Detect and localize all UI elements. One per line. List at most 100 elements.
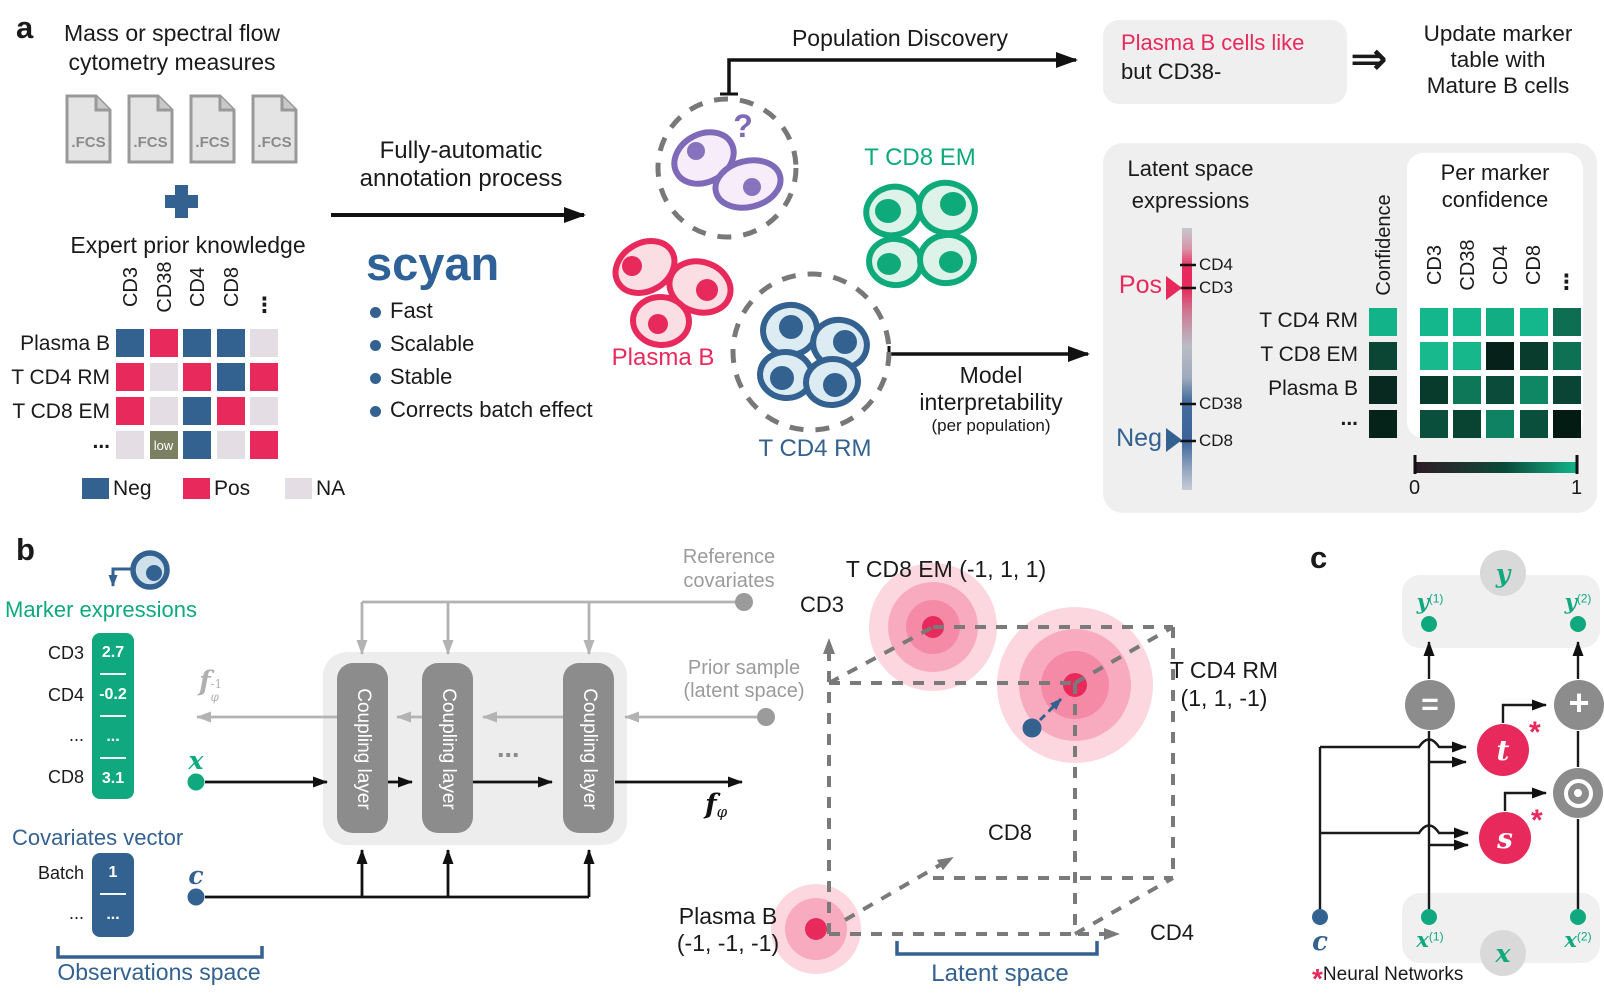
heatmap-title-line2: confidence: [1441, 187, 1549, 212]
tcd4-coords-line2: (1, 1, -1): [1180, 685, 1268, 711]
axis-cd3-label: CD3: [800, 592, 845, 617]
heatmap-row-label: ...: [1340, 407, 1358, 430]
model-interp-line2: interpretability: [919, 389, 1063, 415]
x-input-dot: [187, 773, 205, 791]
matrix-cell: [183, 329, 211, 357]
heatmap-cell: [1486, 342, 1515, 370]
legend-neg-swatch: [82, 478, 109, 499]
f-sub: φ: [716, 803, 728, 822]
discovery-note-line1: Plasma B cells like: [1121, 30, 1305, 55]
latent-title-line2: expressions: [1131, 188, 1250, 213]
heatmap-col-label: CD8: [1523, 245, 1545, 286]
marker-expression-vector: 2.7 -0.2 ... 3.1: [92, 633, 134, 799]
latent-space-label: Latent space: [931, 960, 1069, 987]
fcs-file-icons: [65, 94, 298, 164]
pos-label: Pos: [1118, 271, 1162, 299]
heatmap-cell: [1552, 376, 1581, 404]
heatmap-cell: [1486, 376, 1515, 404]
observations-space-bracket: [56, 946, 264, 959]
covariates-title: Covariates vector: [12, 825, 184, 850]
vector-value: -0.2: [99, 686, 127, 703]
prior-sample-line1: Prior sample: [687, 657, 801, 679]
update-note-line3: Mature B cells: [1426, 73, 1570, 98]
bullet-icon: [370, 307, 381, 318]
marker-row-label: CD4: [47, 685, 84, 705]
covariate-row-label: ...: [68, 903, 84, 923]
marker-row-label: CD3: [47, 643, 84, 663]
heatmap-cell: [1420, 410, 1448, 438]
brand-name: scyan: [366, 237, 500, 290]
heatmap-col-label: CD4: [1490, 245, 1512, 286]
heatmap-col-label: CD38: [1457, 239, 1479, 291]
vector-value: 3.1: [101, 770, 125, 787]
panel-c-label: c: [1310, 540, 1328, 575]
vector-value: ...: [106, 728, 120, 745]
latent-tick-label: CD8: [1199, 431, 1234, 450]
discovery-note-box: [1103, 20, 1347, 104]
model-interp-line3: (per population): [931, 416, 1051, 435]
footnote-text: Neural Networks: [1322, 964, 1464, 985]
latent-sample-dot: [1022, 718, 1042, 738]
source-title-line1: Mass or spectral flow: [63, 20, 280, 46]
reference-covariate-lines: [356, 600, 744, 655]
model-interp-line1: Model: [959, 362, 1023, 388]
x-group-node: x: [1480, 930, 1526, 976]
heatmap-col-label: ⋮: [1556, 271, 1577, 294]
heatmap-cell: [1420, 308, 1448, 336]
matrix-cell: [183, 431, 211, 459]
heatmap-cell: [1519, 308, 1548, 336]
matrix-cell: [216, 431, 245, 459]
matrix-cell: [250, 363, 278, 391]
vector-value: ...: [106, 906, 120, 923]
observations-space-label: Observations space: [57, 959, 261, 985]
covariate-row-label: Batch: [37, 863, 84, 883]
unknown-population-circle: [655, 96, 799, 240]
feature-item: Scalable: [370, 331, 474, 357]
tcd4-population-circle: [730, 271, 892, 433]
covariates-vector-box: 1 ...: [92, 853, 134, 937]
y-symbol: y: [1495, 558, 1511, 588]
coupling-layer-box: [563, 663, 614, 833]
y1-label: y(1): [1416, 589, 1444, 614]
bullet-icon: [370, 340, 381, 351]
heatmap-cell: [1453, 342, 1482, 370]
heatmap-row-label: T CD4 RM: [1259, 309, 1358, 332]
c-label-panel-c: c: [1312, 927, 1328, 957]
heatmap-cell: [1453, 376, 1482, 404]
latent-expression-gradient-bar: [1182, 228, 1192, 490]
tcd8-coords-label: T CD8 EM (-1, 1, 1): [845, 556, 1047, 582]
matrix-col-label: ⋮: [254, 294, 275, 317]
legend-na-label: NA: [316, 477, 346, 500]
matrix-row-label: T CD8 EM: [12, 400, 110, 423]
c-dot-panel-c: [1312, 909, 1328, 925]
heatmap-cell: [1453, 410, 1482, 438]
latent-title-line1: Latent space: [1127, 156, 1254, 181]
feature-item: Stable: [370, 364, 452, 390]
panel-a-label: a: [16, 10, 34, 45]
heatmap-cell: [1519, 410, 1548, 438]
matrix-cell: [116, 431, 144, 459]
tcd4-cells: [757, 301, 870, 409]
prior-knowledge-matrix: low: [116, 329, 284, 465]
heatmap-cell: [1519, 376, 1548, 404]
matrix-cell: [216, 363, 245, 391]
heatmap-cell: [1552, 342, 1581, 370]
t-network-node: t: [1477, 724, 1529, 776]
tcd4-cluster-label: T CD4 RM: [758, 435, 872, 462]
population-discovery-label: Population Discovery: [791, 25, 1009, 51]
latent-tick-label: CD3: [1199, 278, 1234, 297]
confidence-cell: [1369, 308, 1397, 336]
neural-networks-footnote: *Neural Networks: [1312, 963, 1463, 995]
footnote-star: *: [1312, 963, 1323, 994]
population-discovery-arrow: [727, 52, 1078, 94]
bullet-icon: [370, 406, 381, 417]
heatmap-cell: [1486, 410, 1515, 438]
plus-operator: +: [1554, 680, 1604, 730]
plus-icon: [165, 185, 198, 218]
feature-label: Stable: [390, 364, 453, 389]
matrix-cell: [216, 397, 245, 425]
matrix-cell: [116, 397, 144, 425]
matrix-cell: [250, 397, 278, 425]
plus-op-icon: +: [1568, 682, 1590, 723]
